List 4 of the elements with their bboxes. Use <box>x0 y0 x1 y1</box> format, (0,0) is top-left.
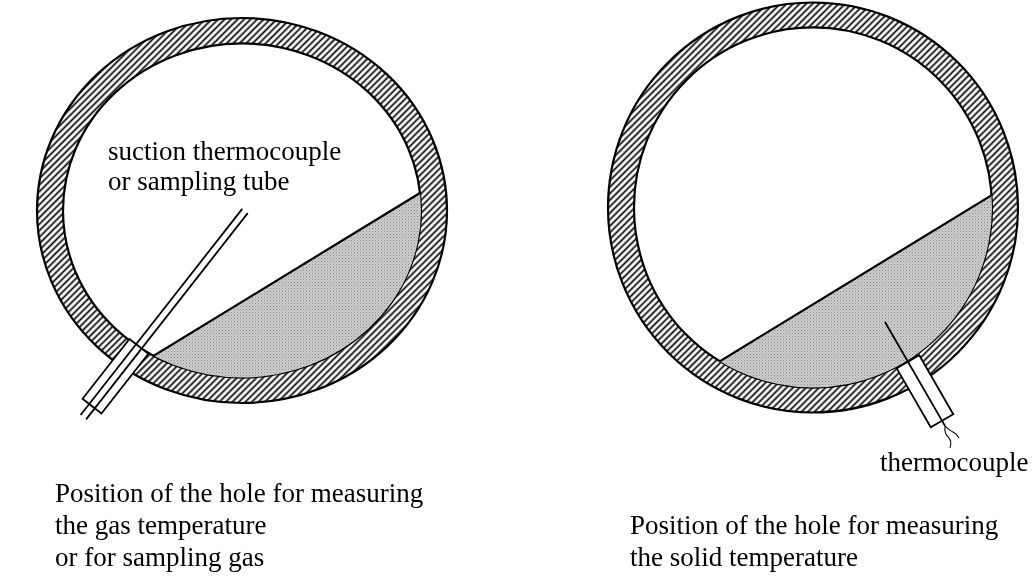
figure-caption: Position of the hole for measuring the solid temperature <box>630 509 999 573</box>
part-label: suction thermocouple or sampling tube <box>108 136 342 196</box>
figure-caption: Position of the hole for measuring the gas temperature or for sampling gas <box>55 477 424 573</box>
part-label: thermocouple <box>880 447 1029 477</box>
